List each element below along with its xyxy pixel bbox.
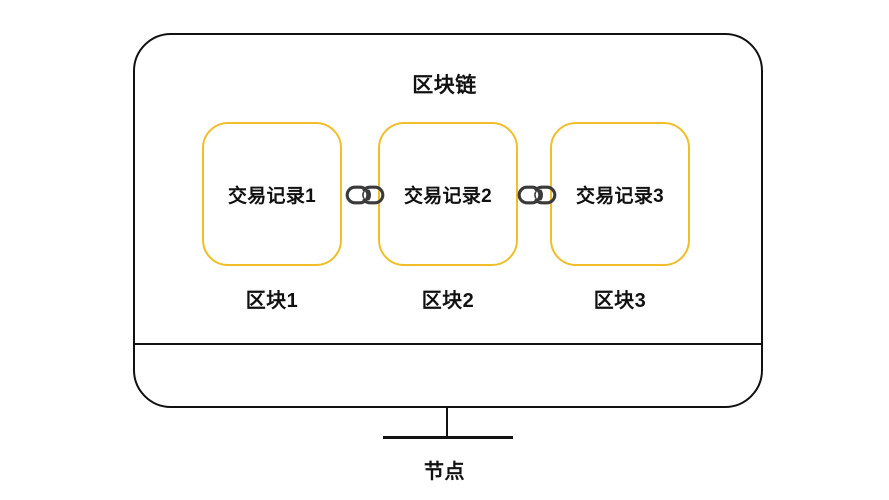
monitor-screen-divider — [135, 343, 761, 345]
block-unit-3: 交易记录3 区块3 — [550, 122, 690, 313]
block-box-2[interactable]: 交易记录2 — [378, 122, 518, 266]
block-unit-1: 交易记录1 区块1 — [202, 122, 342, 313]
transaction-record-label-2: 交易记录2 — [403, 185, 493, 207]
monitor-stand-base — [383, 436, 513, 439]
block-caption-1: 区块1 — [245, 290, 299, 312]
transaction-record-label-1: 交易记录1 — [227, 185, 317, 207]
chain-link-icon — [345, 182, 385, 208]
chain-link-icon — [517, 182, 557, 208]
block-box-3[interactable]: 交易记录3 — [550, 122, 690, 266]
transaction-record-label-3: 交易记录3 — [575, 185, 665, 207]
monitor-stand-post — [446, 408, 448, 438]
blocks-row: 交易记录1 区块1 交易记录2 区块2 交易记录3 区块3 — [196, 122, 696, 312]
block-box-1[interactable]: 交易记录1 — [202, 122, 342, 266]
block-caption-3: 区块3 — [593, 290, 647, 312]
node-label: 节点 — [424, 461, 465, 483]
block-caption-2: 区块2 — [421, 290, 475, 312]
page-title: 区块链 — [412, 74, 477, 97]
block-unit-2: 交易记录2 区块2 — [378, 122, 518, 313]
